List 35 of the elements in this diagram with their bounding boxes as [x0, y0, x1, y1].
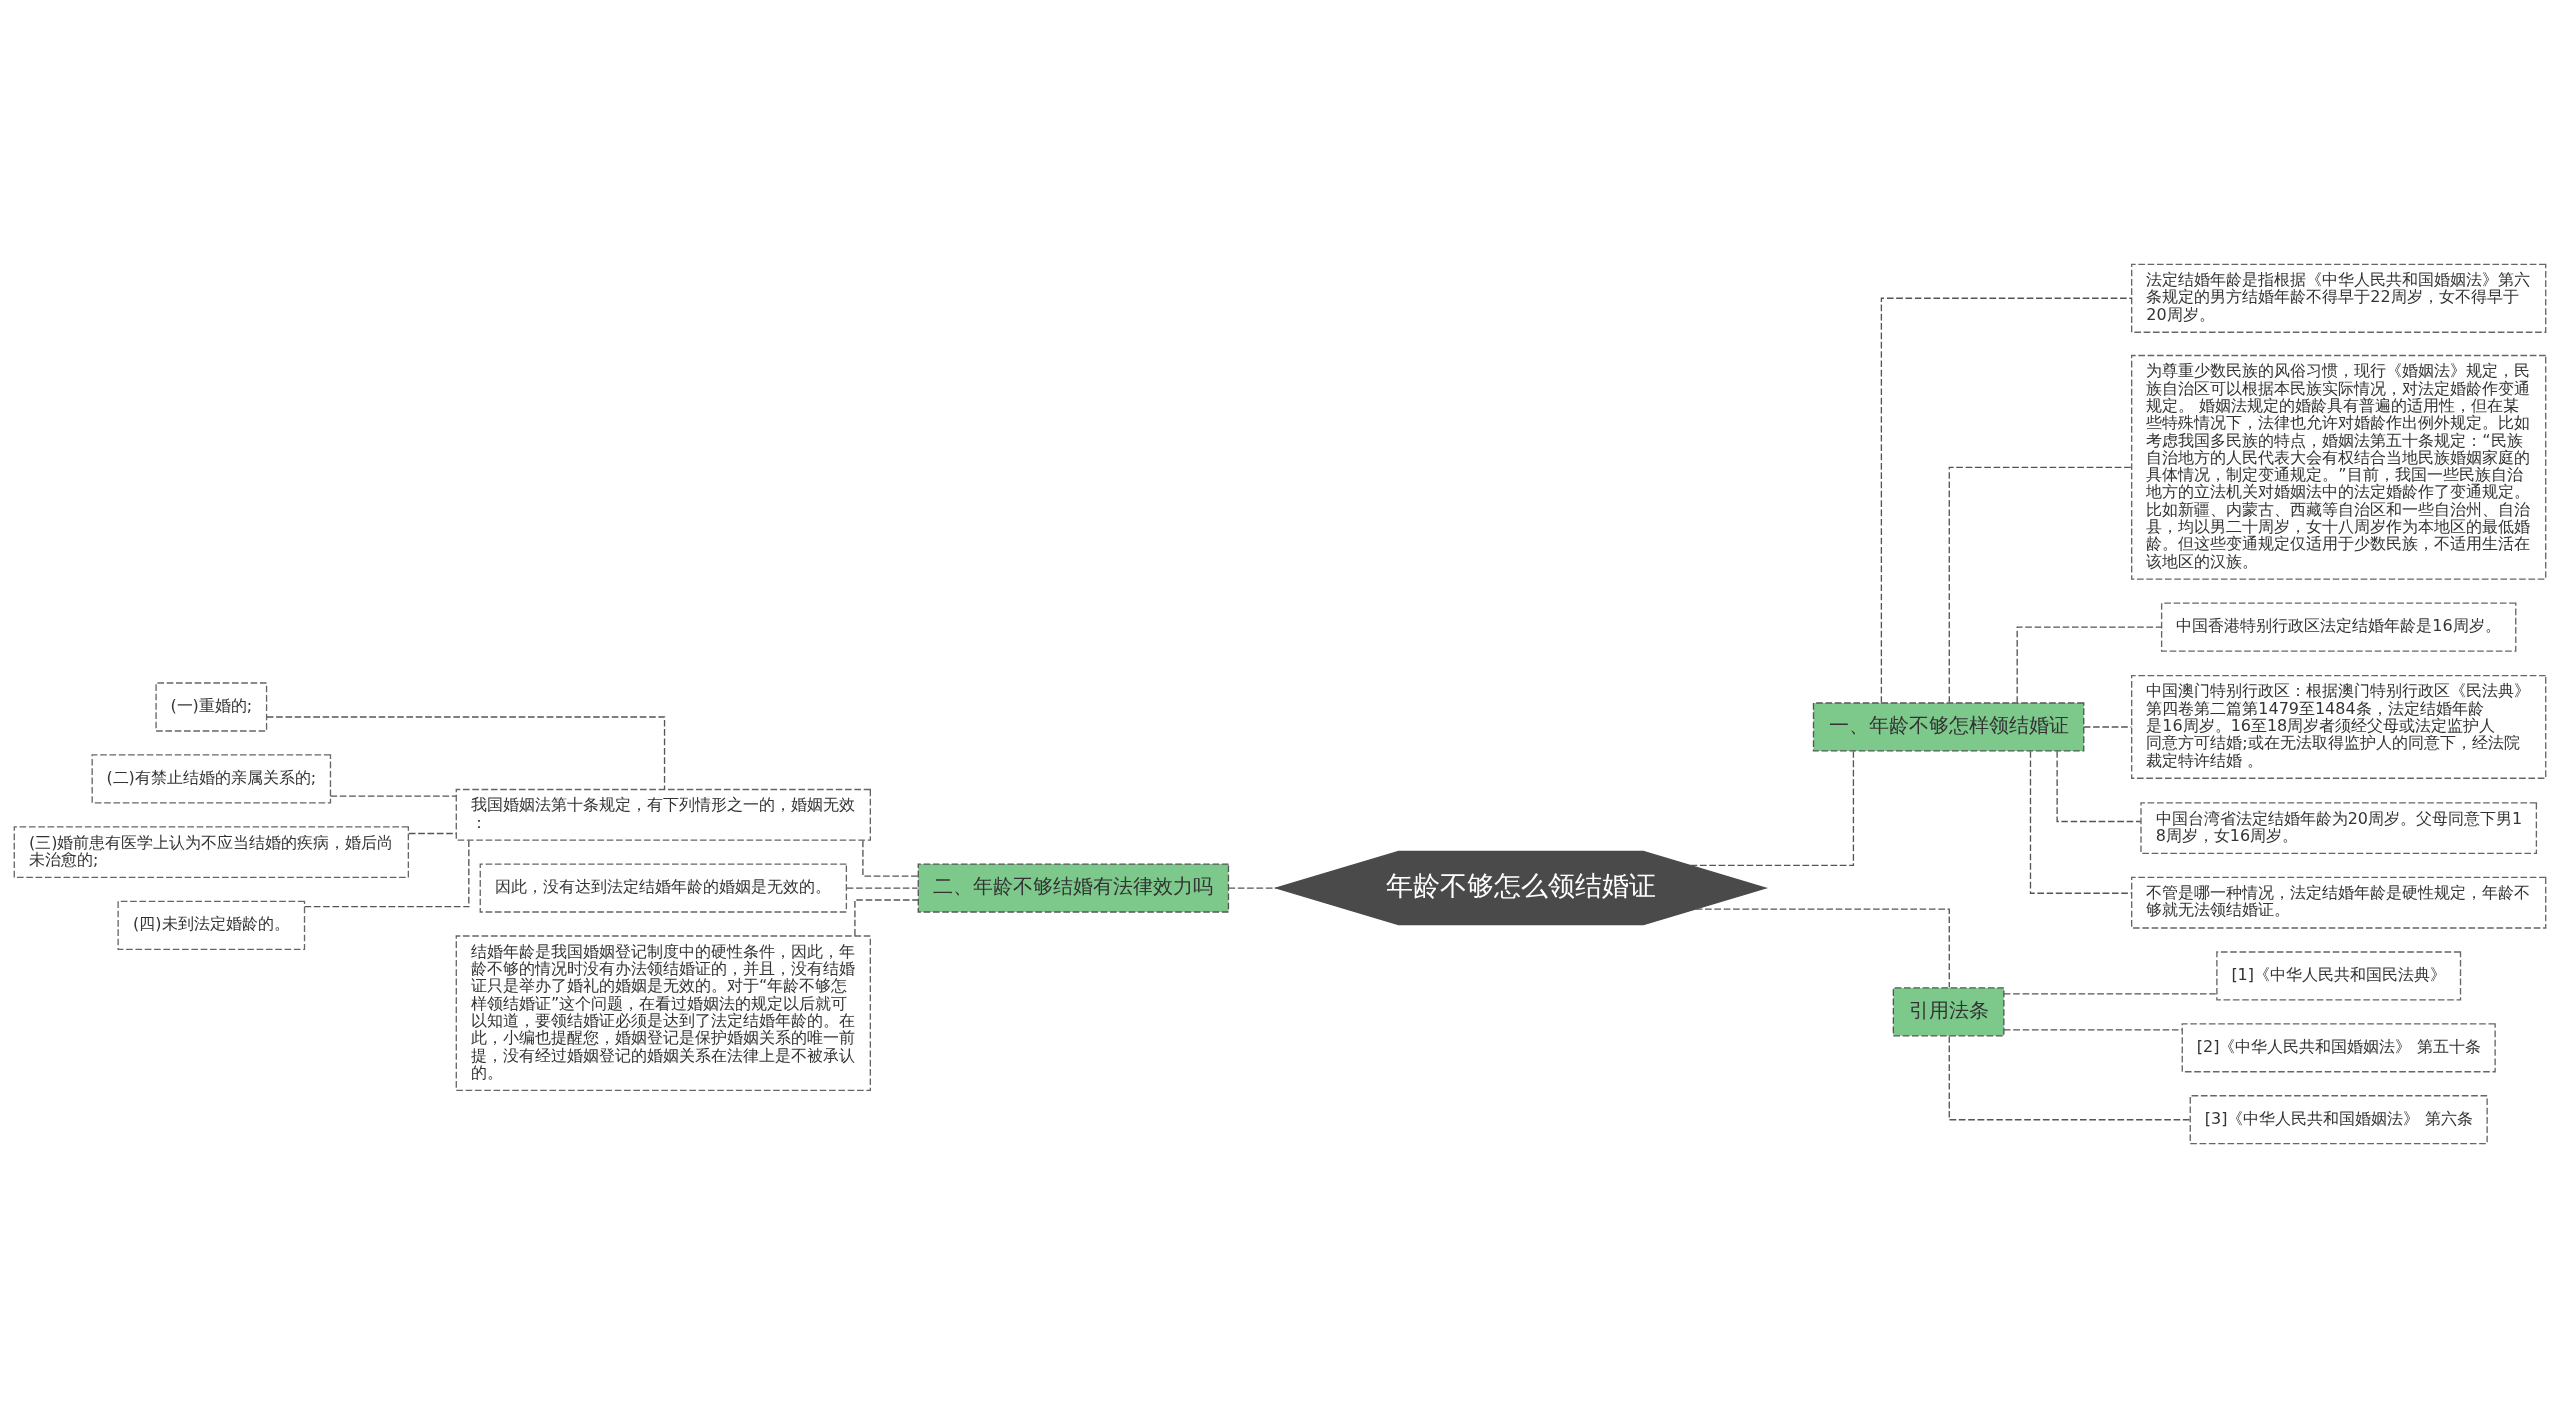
- connector: [2003, 1028, 2183, 1030]
- node-box: 中国澳门特别行政区：根据澳门特别行政区《民法典》第四卷第二篇第1479至1484条，法定结婚年龄是16周岁。16至18周岁者须经父母或法定监护人同意方可结婚;或在无法取得监护人的同意下，经法院裁定特许结婚 。: [2131, 674, 2547, 779]
- connector: [854, 898, 919, 936]
- connector: [1948, 1035, 2191, 1120]
- node-box: 因此，没有达到法定结婚年龄的婚姻是无效的。: [479, 862, 848, 913]
- node-box: 一、年龄不够怎样领结婚证: [1812, 701, 2085, 752]
- node-box: 我国婚姻法第十条规定，有下列情形之一的，婚姻无效：: [455, 788, 871, 841]
- connector: [846, 886, 919, 889]
- node-box: 中国香港特别行政区法定结婚年龄是16周岁。: [2160, 602, 2517, 652]
- connector: [266, 715, 666, 790]
- connector: [1948, 466, 2133, 703]
- connector: [1689, 749, 1855, 866]
- node-box: 法定结婚年龄是指根据《中华人民共和国婚姻法》第六条规定的男方结婚年龄不得早于22周岁，女不得早于20周岁。: [2131, 263, 2547, 333]
- node-box: 二、年龄不够结婚有法律效力吗: [917, 862, 1230, 913]
- node-box: (四)未到法定婚龄的。: [117, 900, 306, 950]
- connector: [1880, 297, 2133, 703]
- node-box: [1]《中华人民共和国民法典》: [2216, 950, 2462, 1001]
- node-box: [3]《中华人民共和国婚姻法》 第六条: [2189, 1094, 2488, 1144]
- node-box: 引用法条: [1892, 986, 2005, 1036]
- connector: [2003, 992, 2218, 995]
- connector: [1695, 908, 1950, 988]
- node-box: 中国台湾省法定结婚年龄为20周岁。父母同意下男18周岁，女16周岁。: [2140, 801, 2538, 854]
- node-box: (三)婚前患有医学上认为不应当结婚的疾病，婚后尚未治愈的;: [13, 825, 410, 878]
- connector: [2056, 750, 2142, 822]
- connector: [304, 839, 470, 907]
- node-box: (二)有禁止结婚的亲属关系的;: [91, 753, 332, 803]
- node-box: 结婚年龄是我国婚姻登记制度中的硬性条件，因此，年龄不够的情况时没有办法领结婚证的，并且，没有结婚证只是举办了婚礼的婚姻是无效的。对于“年龄不够怎样领结婚证”这个问题，在看过婚姻法的规定以后就可以知道，要领结婚证必须是达到了法定结婚年龄的。在此，小编也提醒您，婚姻登记是保护婚姻关系的唯一前提，没有经过婚姻登记的婚姻关系在法律上是不被承认的。: [455, 934, 871, 1091]
- node-box: (一)重婚的;: [155, 681, 268, 732]
- connector: [2016, 625, 2163, 703]
- connector: [1228, 886, 1278, 889]
- node-box: 为尊重少数民族的风俗习惯，现行《婚姻法》规定，民族自治区可以根据本民族实际情况，对法定婚龄作变通规定。 婚姻法规定的婚龄具有普遍的适用性，但在某些特殊情况下，法律也允许对婚龄作出例外规定。比如考虑我国多民族的特点，婚姻法第五十条规定：“民族自治地方的人民代表大会有权结合当地民族婚姻家庭的具体情况，制定变通规定。”目前，我国一些民族自治地方的立法机关对婚姻法中的法定婚龄作了变通规定。比如新疆、内蒙古、西藏等自治区和一些自治州、自治县，均以男二十周岁，女十八周岁作为本地区的最低婚龄。但这些变通规定仅适用于少数民族，不适用生活在该地区的汉族。: [2131, 354, 2547, 580]
- node-box: [2]《中华人民共和国婚姻法》 第五十条: [2181, 1022, 2496, 1072]
- connector: [330, 795, 457, 797]
- connector: [862, 839, 919, 877]
- node-box: 不管是哪一种情况，法定结婚年龄是硬性规定，年龄不够就无法领结婚证。: [2131, 876, 2547, 929]
